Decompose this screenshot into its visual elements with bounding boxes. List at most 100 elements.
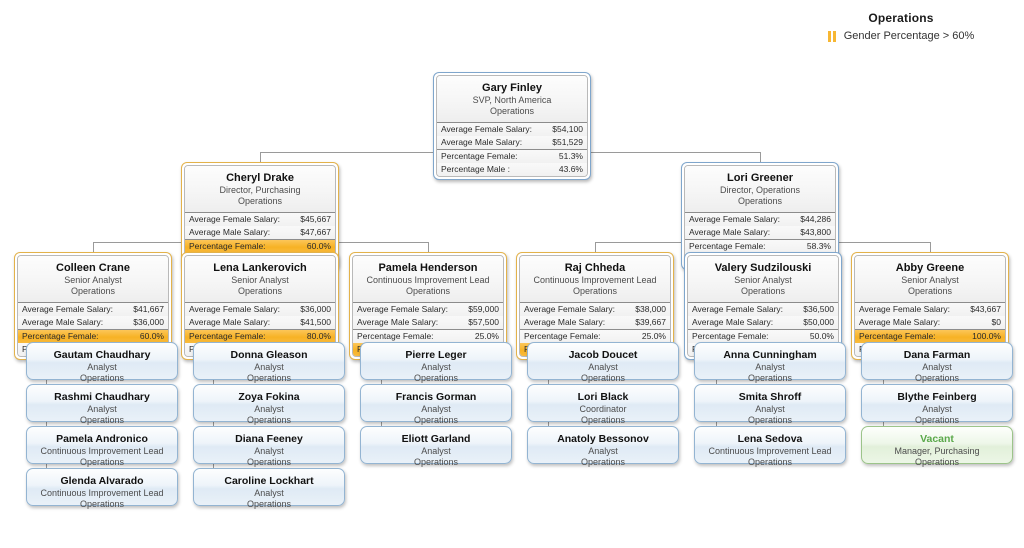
avg-female-salary-row-value: $36,500	[803, 304, 834, 314]
employee-title: Analyst	[922, 362, 952, 372]
employee-title: Analyst	[755, 362, 785, 372]
legend-entry: Gender Percentage > 60%	[796, 30, 1006, 42]
percentage-female-row-value: 25.0%	[641, 331, 666, 341]
employee-title: Senior Analyst	[901, 275, 959, 285]
employee-title: Analyst	[588, 446, 618, 456]
percentage-female-row: Percentage Female: 25.0%	[520, 329, 670, 343]
employee-name: Colleen Crane	[56, 262, 130, 274]
avg-female-salary-row-label: Average Female Salary:	[441, 124, 533, 134]
employee-department: Operations	[413, 415, 459, 425]
employee-department: Operations	[572, 286, 618, 296]
avg-female-salary-row-label: Average Female Salary:	[357, 304, 449, 314]
avg-female-salary-row: Average Female Salary:$38,000	[520, 303, 670, 316]
employee-department: Operations	[237, 196, 283, 206]
employee-title: Senior Analyst	[231, 275, 289, 285]
employee-department: Operations	[246, 415, 292, 425]
employee-department: Operations	[747, 415, 793, 425]
avg-male-salary-row-label: Average Male Salary:	[189, 227, 271, 237]
employee-department: Operations	[580, 415, 626, 425]
connector-line	[260, 152, 261, 162]
avg-female-salary-row: Average Female Salary:$36,500	[688, 303, 838, 316]
employee-department: Operations	[747, 373, 793, 383]
avg-female-salary-row-value: $59,000	[468, 304, 499, 314]
avg-male-salary-row: Average Male Salary:$39,667	[520, 316, 670, 329]
avg-male-salary-row-value: $43,800	[800, 227, 831, 237]
avg-male-salary-row-value: $50,000	[803, 317, 834, 327]
percentage-male-row-value: 43.6%	[558, 164, 583, 174]
percentage-female-row-value: 100.0%	[972, 331, 1001, 341]
employee-title: Coordinator	[579, 404, 627, 414]
legend-label: Gender Percentage > 60%	[843, 30, 975, 42]
employee-name: Lena Lankerovich	[213, 262, 307, 274]
avg-female-salary-row: Average Female Salary: $59,000	[353, 303, 503, 316]
avg-female-salary-row-label: Average Female Salary:	[524, 304, 616, 314]
percentage-female-row: Percentage Female:58.3%	[685, 239, 835, 253]
employee-name: Valery Sudzilouski	[714, 262, 812, 274]
percentage-female-row: Percentage Female:60.0%	[18, 329, 168, 343]
percentage-female-row-label: Percentage Female:	[357, 331, 434, 341]
employee-name: Donna Gleason	[230, 349, 308, 361]
avg-male-salary-row: Average Male Salary:$57,500	[353, 316, 503, 329]
employee-department: Operations	[413, 457, 459, 467]
avg-male-salary-row-label: Average Male Salary:	[22, 317, 104, 327]
percentage-female-row-label: Percentage Female:	[689, 241, 766, 251]
employee-department: Operations	[79, 373, 125, 383]
employee-department: Operations	[413, 373, 459, 383]
employee-department: Operations	[246, 499, 292, 509]
avg-female-salary-row-value: $44,286	[800, 214, 831, 224]
percentage-female-row-value: 51.3%	[558, 151, 583, 161]
employee-title: Analyst	[588, 362, 618, 372]
percentage-female-row: Percentage Female:100.0%	[855, 329, 1005, 343]
employee-department: Operations	[489, 106, 535, 116]
percentage-female-row: Percentage Female:51.3%	[437, 149, 587, 163]
percentage-female-row-label: Percentage Female:	[524, 331, 601, 341]
avg-male-salary-row: Average Male Salary:$0	[855, 316, 1005, 329]
percentage-female-row: Percentage Female:80.0%	[185, 329, 335, 343]
avg-male-salary-row-label: Average Male Salary:	[859, 317, 941, 327]
employee-title: Continuous Improvement Lead	[533, 275, 657, 285]
employee-name: Eliott Garland	[401, 433, 471, 445]
percentage-female-row-value: 60.0%	[139, 331, 164, 341]
employee-name: Pamela Andronico	[56, 433, 148, 445]
connector-line	[760, 152, 761, 162]
employee-name: Zoya Fokina	[238, 391, 300, 403]
avg-male-salary-row-label: Average Male Salary:	[692, 317, 774, 327]
avg-male-salary-row-label: Average Male Salary:	[441, 137, 523, 147]
avg-female-salary-row: Average Female Salary:$43,667	[855, 303, 1005, 316]
employee-department: Operations	[237, 286, 283, 296]
employee-name: Vacant	[920, 433, 954, 445]
avg-female-salary-row-label: Average Female Salary:	[189, 304, 281, 314]
